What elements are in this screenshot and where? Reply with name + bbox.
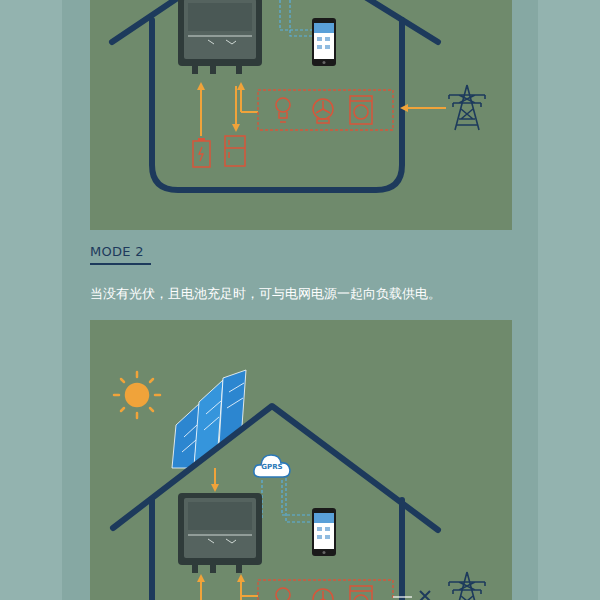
- section-heading: MODE 2: [90, 244, 144, 259]
- cloud-node: GPRS: [252, 450, 292, 480]
- caption-text: 当没有光伏，且电池充足时，可与电网电源一起向负载供电。: [90, 286, 441, 303]
- node-label: GPRS: [252, 450, 292, 471]
